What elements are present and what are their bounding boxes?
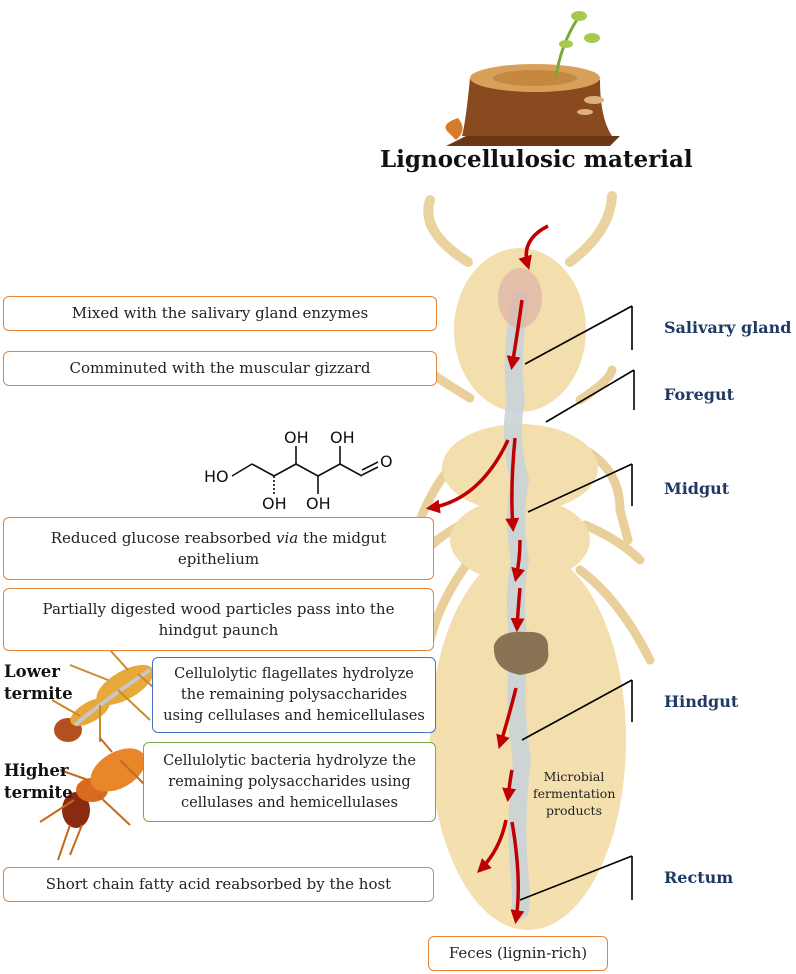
step-glucose-box: Reduced glucose reabsorbed via the midgu… xyxy=(3,517,434,580)
glucose-structure xyxy=(231,446,379,494)
region-midgut: Midgut xyxy=(664,479,730,498)
step-particles-box: Partially digested wood particles pass i… xyxy=(3,588,434,651)
step-scfa-text: Short chain fatty acid reabsorbed by the… xyxy=(45,875,392,893)
glucose-o-label: O xyxy=(380,452,393,471)
region-foregut: Foregut xyxy=(664,385,734,404)
leader-lines xyxy=(519,305,635,901)
glucose-oh-label: OH xyxy=(284,428,309,447)
step-salivary-box: Mixed with the salivary gland enzymes xyxy=(3,296,437,331)
step-gizzard-box: Comminuted with the muscular gizzard xyxy=(3,351,437,386)
step-bacteria-box: Cellulolytic bacteria hydrolyze the rema… xyxy=(143,742,436,822)
step-salivary-text: Mixed with the salivary gland enzymes xyxy=(71,304,369,322)
higher-termite-icon xyxy=(39,737,151,861)
wood-particles-icon xyxy=(493,631,549,675)
step-glucose-text: Reduced glucose reabsorbed via the midgu… xyxy=(50,528,387,568)
region-hindgut: Hindgut xyxy=(664,692,739,711)
tree-stump-icon xyxy=(445,11,620,146)
lower-termite-label: Lower termite xyxy=(4,662,73,703)
step-scfa-box: Short chain fatty acid reabsorbed by the… xyxy=(3,867,434,902)
glucose-oh-label: OH xyxy=(306,494,331,513)
step-bacteria-text: Cellulolytic bacteria hydrolyze the rema… xyxy=(163,752,416,811)
flow-arrows xyxy=(425,224,549,925)
step-flagellates-text: Cellulolytic flagellates hydrolyze the r… xyxy=(163,665,425,724)
microbial-fermentation-label: Microbial fermentation products xyxy=(533,769,616,818)
feces-text: Feces (lignin-rich) xyxy=(448,944,588,962)
higher-termite-label: Higher termite xyxy=(4,761,73,802)
glucose-oh-label: OH xyxy=(330,428,355,447)
region-rectum: Rectum xyxy=(664,868,734,887)
feces-box: Feces (lignin-rich) xyxy=(428,936,608,971)
region-salivary-gland: Salivary gland xyxy=(664,318,792,337)
step-flagellates-box: Cellulolytic flagellates hydrolyze the r… xyxy=(152,657,436,733)
glucose-oh-label: OH xyxy=(262,494,287,513)
step-gizzard-text: Comminuted with the muscular gizzard xyxy=(69,359,371,377)
lower-termite-icon xyxy=(51,649,169,742)
step-particles-text: Partially digested wood particles pass i… xyxy=(42,599,395,639)
glucose-ho-label: HO xyxy=(204,467,229,486)
page-title: Lignocellulosic material xyxy=(380,146,693,173)
gut-tube xyxy=(503,291,532,919)
